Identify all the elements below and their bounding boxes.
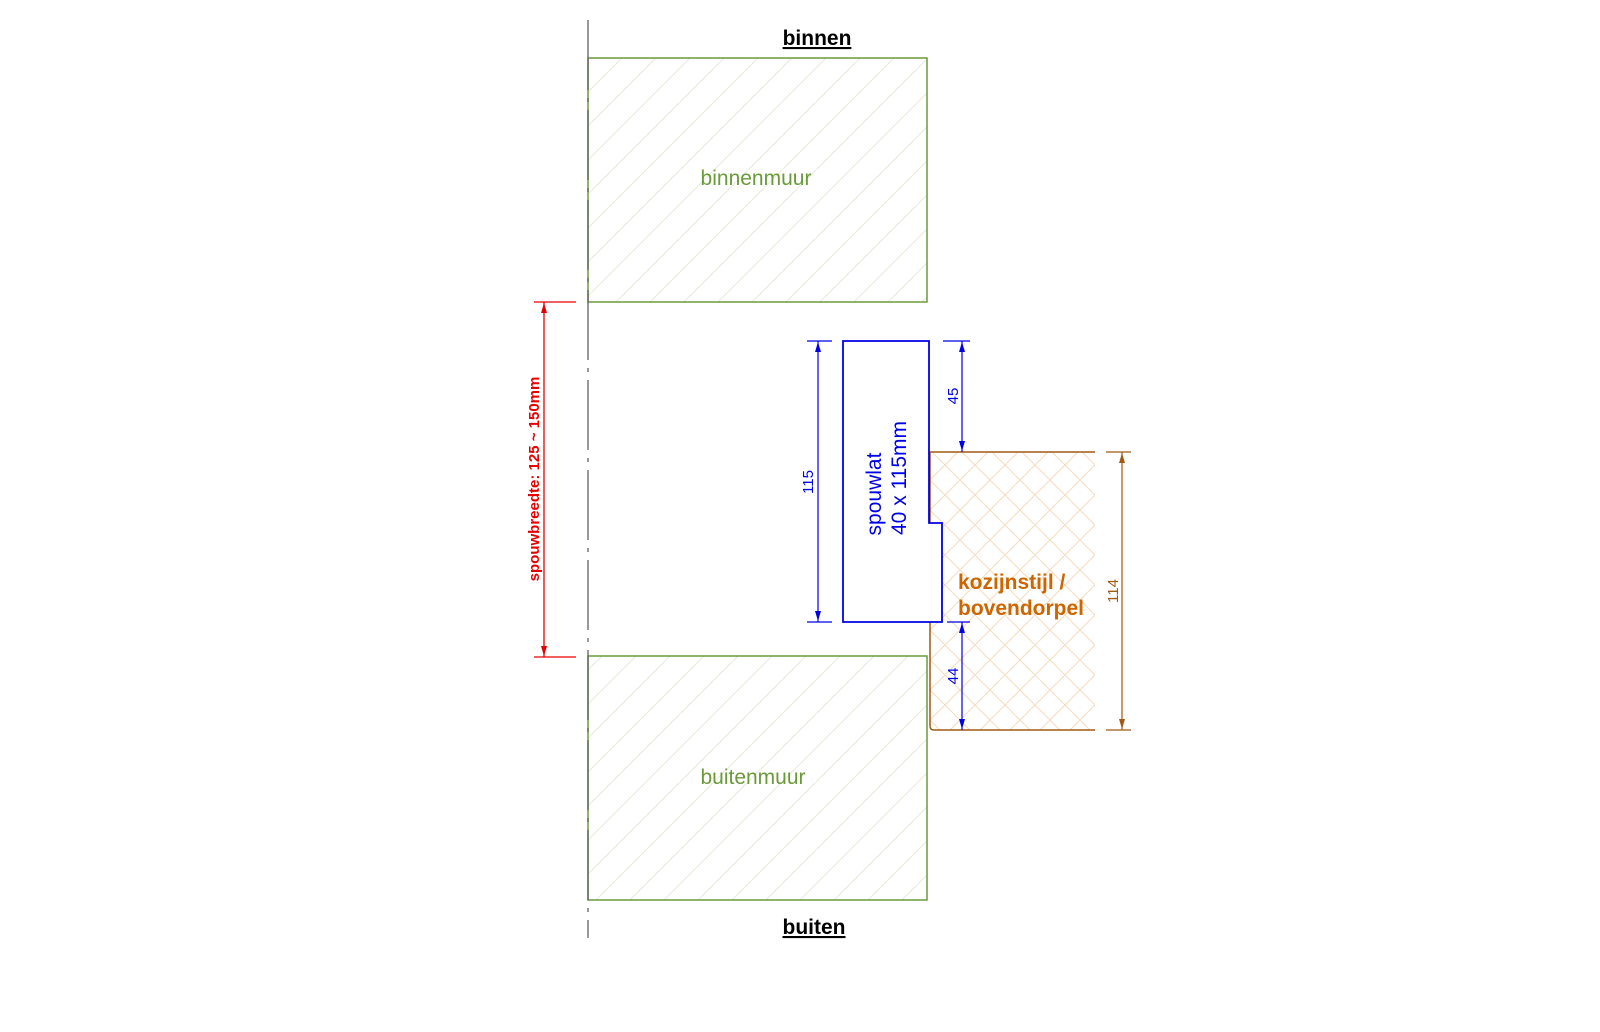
top-offset-dimension: [943, 340, 970, 452]
window-frame: [929, 451, 1095, 731]
bottom-offset-dimension: [947, 621, 970, 730]
cavity-dim-arrow-bottom: [541, 646, 547, 656]
batten-dim-arrow-top: [815, 342, 821, 352]
outside-label: buiten: [783, 916, 846, 939]
inside-label: binnen: [783, 27, 852, 50]
outer-wall: [587, 655, 928, 901]
cavity-dim-arrow-top: [541, 303, 547, 313]
batten-size-label: 40 x 115mm: [888, 421, 911, 535]
frame-dim-arrow-top: [1119, 453, 1125, 463]
inner-wall-label: binnenmuur: [701, 167, 812, 190]
top-offset-arrow-bottom: [959, 441, 965, 451]
top-offset-value: 45: [945, 388, 962, 405]
frame-height-dimension: [1106, 451, 1131, 731]
top-offset-arrow-top: [959, 342, 965, 352]
cavity-width-label: spouwbreedte: 125 ~ 150mm: [526, 377, 543, 582]
inner-wall: [587, 57, 928, 303]
frame-height-value: 114: [1105, 579, 1122, 603]
outer-wall-label: buitenmuur: [700, 766, 805, 789]
batten-height-value: 115: [800, 470, 817, 494]
batten-name-label: spouwlat: [863, 452, 886, 535]
cavity-batten: [842, 340, 943, 623]
bottom-offset-value: 44: [945, 668, 962, 685]
batten-dim-arrow-bottom: [815, 611, 821, 621]
frame-label-line2: bovendorpel: [958, 597, 1084, 620]
bottom-offset-arrow-top: [959, 623, 965, 633]
bottom-offset-arrow-bottom: [959, 719, 965, 729]
batten-height-dimension: [807, 340, 832, 623]
frame-dim-arrow-bottom: [1119, 719, 1125, 729]
cavity-width-dimension: [534, 301, 576, 658]
frame-label-line1: kozijnstijl /: [958, 571, 1066, 594]
frame-outline: [929, 451, 1095, 731]
